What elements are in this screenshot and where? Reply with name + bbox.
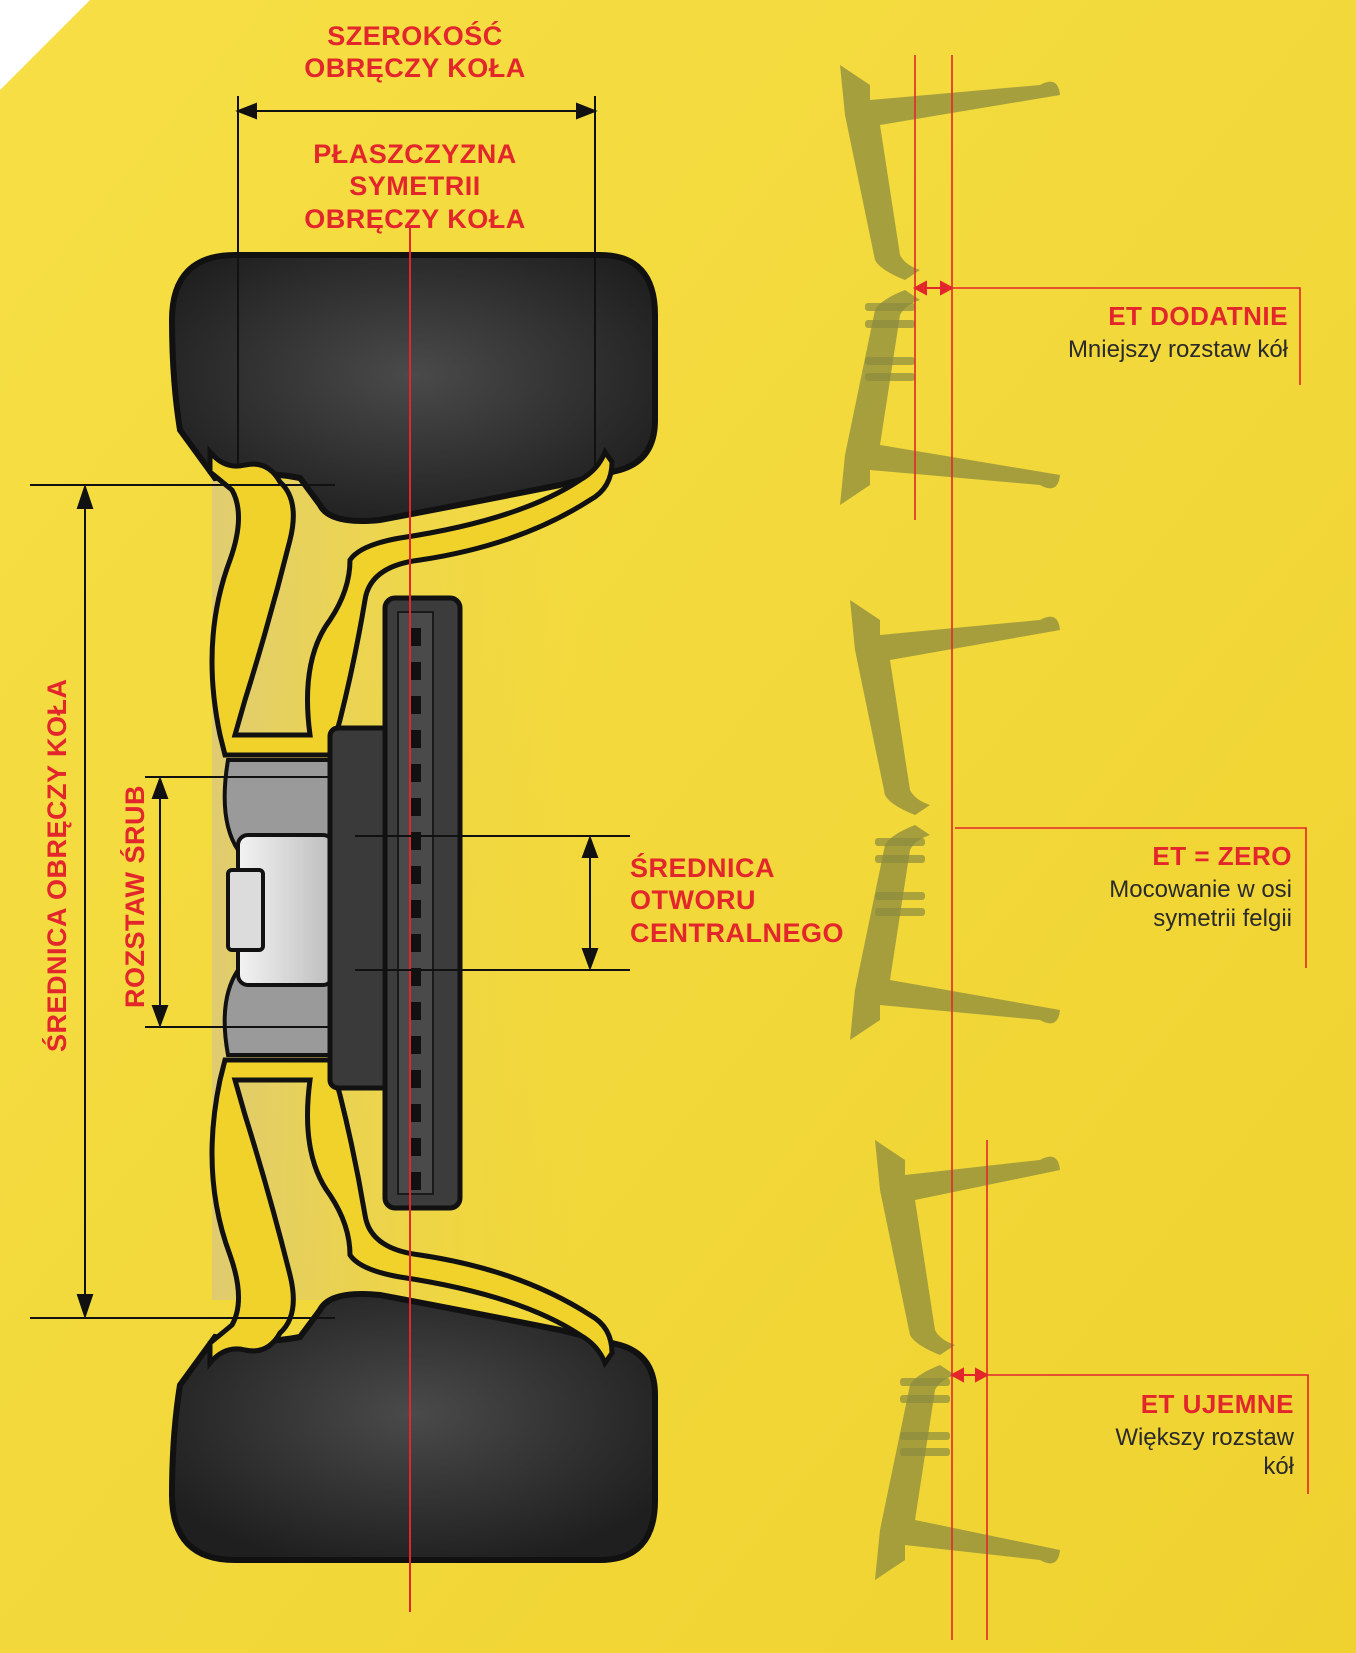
rim-profile-bottom [207, 1057, 615, 1370]
offset-arrows [912, 280, 990, 1383]
center-bore-dimension [355, 835, 630, 971]
disc-vent-slots [410, 628, 421, 1190]
ghost-rim-upper [875, 1140, 1060, 1355]
center-bore-label-line-1: ŚREDNICA [630, 853, 776, 883]
rim-diameter-dimension [30, 483, 335, 1320]
rim-diameter-label: ŚREDNICA OBRĘCZY KOŁA [42, 678, 72, 1052]
disc-vent-slot [410, 832, 421, 850]
ghost-hub-tab [865, 303, 915, 311]
ghost-rim-upper [850, 600, 1060, 815]
symmetry-plane-label: PŁASZCZYZNA SYMETRII OBRĘCZY KOŁA [245, 138, 585, 235]
disc-vent-slot [410, 900, 421, 918]
disc-vent-slot [410, 1036, 421, 1054]
offset-negative: ET UJEMNE Większy rozstaw kół [1010, 1389, 1294, 1482]
ghost-rim-lower [840, 290, 1060, 505]
tire-bottom [168, 1291, 658, 1563]
offset-positive-title: ET DODATNIE [1108, 301, 1288, 331]
offset-zero-desc-line-2: symetrii felgii [1153, 904, 1292, 932]
ghost-rim-upper [840, 65, 1060, 280]
ghost-hub-tab [865, 357, 915, 365]
offset-positive: ET DODATNIE Mniejszy rozstaw kół [1010, 301, 1288, 365]
offset-negative-desc-line-1: Większy rozstaw [1115, 1424, 1294, 1452]
ghost-hub-tab [865, 373, 915, 381]
offset-negative-title: ET UJEMNE [1140, 1389, 1294, 1419]
corner-fold [0, 0, 90, 90]
rim-width-label: SZEROKOŚĆ OBRĘCZY KOŁA [290, 20, 540, 85]
center-bore-label-line-3: CENTRALNEGO [630, 917, 844, 948]
rim-width-label-line-1: SZEROKOŚĆ [327, 21, 503, 51]
ghost-hub-tab [900, 1432, 950, 1440]
disc-vent-slot [410, 934, 421, 952]
rim-width-label-line-2: OBRĘCZY KOŁA [304, 53, 526, 84]
ghost-hub-tab [875, 908, 925, 916]
ghost-hub-tab [875, 855, 925, 863]
offset-zero: ET = ZERO Mocowanie w osi symetrii felgi… [1010, 841, 1292, 934]
disc-vent-slot [410, 730, 421, 748]
disc-vent-slot [410, 1172, 421, 1190]
ghost-hub-tab [900, 1448, 950, 1456]
disc-vent-slot [410, 662, 421, 680]
symmetry-plane-label-line-1: PŁASZCZYZNA SYMETRII [313, 139, 517, 202]
ghost-hub-tab [875, 892, 925, 900]
rim-width-dimension [235, 96, 598, 465]
center-bore-label: ŚREDNICA OTWORU CENTRALNEGO [630, 852, 890, 949]
hub-center [226, 868, 265, 952]
offset-zero-title: ET = ZERO [1152, 841, 1292, 871]
disc-vent-slot [410, 628, 421, 646]
ghost-rim-lower [875, 1365, 1060, 1580]
rim-profile-top [207, 445, 615, 758]
ghost-hub-tab [900, 1378, 950, 1386]
bolt-pattern-dimension [145, 776, 330, 1028]
disc-vent-slot [410, 1104, 421, 1122]
disc-vent-slot [410, 764, 421, 782]
offset-positive-desc-line-1: Mniejszy rozstaw kół [1067, 336, 1288, 364]
disc-vent-slot [410, 798, 421, 816]
offset-zero-desc-line-1: Mocowanie w osi [1109, 876, 1292, 904]
ghost-rim-lower [850, 825, 1060, 1040]
disc-vent-slot [410, 1070, 421, 1088]
tire-top [168, 252, 658, 524]
ghost-hub-tab [865, 320, 915, 328]
offset-negative-desc-line-2: kół [1263, 1452, 1294, 1480]
disc-vent-slot [410, 1002, 421, 1020]
disc-vent-slot [410, 696, 421, 714]
center-bore-label-line-2: OTWORU [630, 885, 756, 916]
ghost-hub-tab [875, 838, 925, 846]
disc-vent-slot [410, 866, 421, 884]
symmetry-plane-label-line-2: OBRĘCZY KOŁA [304, 203, 526, 234]
ghost-hub-tab [900, 1395, 950, 1403]
bolt-pattern-label: ROZSTAW ŚRUB [120, 785, 150, 1008]
disc-vent-slot [410, 968, 421, 986]
offset-examples [840, 65, 1060, 1580]
disc-vent-slot [410, 1138, 421, 1156]
